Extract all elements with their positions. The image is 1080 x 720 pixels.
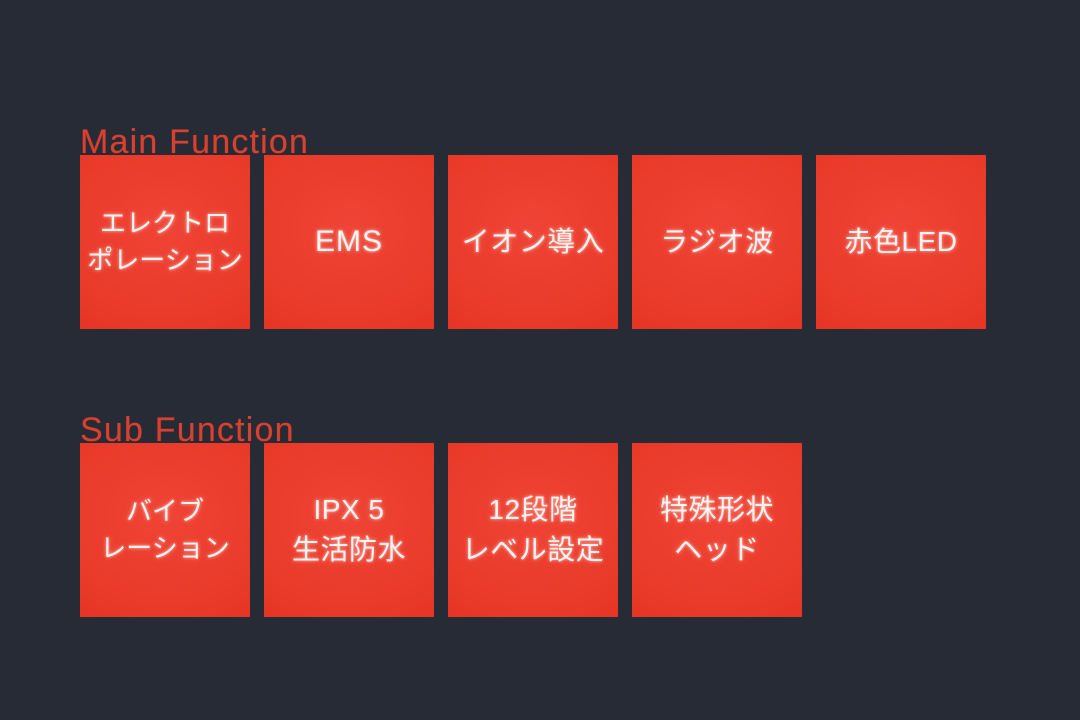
feature-tile-label: イオン導入 bbox=[461, 226, 605, 258]
feature-tile-label: レベル設定 bbox=[461, 534, 605, 565]
feature-tile-label: 12段階 bbox=[488, 494, 578, 526]
feature-tile-vibration: バイブレーション bbox=[80, 443, 250, 617]
feature-tile-red-led: 赤色LED bbox=[816, 155, 986, 329]
feature-tile-label: エレクトロ bbox=[99, 208, 230, 239]
feature-tile-label: EMS bbox=[314, 224, 383, 258]
feature-tile-waterproof-ipx5: IPX 5 生活防水 bbox=[264, 443, 434, 617]
feature-tile-label: バイブ bbox=[125, 496, 204, 527]
feature-tile-label: 生活防水 bbox=[291, 534, 406, 565]
feature-tile-label: IPX 5 bbox=[313, 494, 385, 526]
section-heading-main-function: Main Function bbox=[80, 123, 310, 162]
feature-tile-special-shape-head: 特殊形状ヘッド bbox=[632, 443, 802, 617]
feature-tile-label: ラジオ波 bbox=[660, 226, 774, 258]
feature-tile-label: 赤色LED bbox=[844, 226, 958, 258]
feature-tile-ems: EMS bbox=[264, 155, 434, 329]
feature-tile-label: レーション bbox=[100, 533, 230, 563]
feature-tile-radio-wave: ラジオ波 bbox=[632, 155, 802, 329]
feature-tile-electroporation: エレクトロポレーション bbox=[80, 155, 250, 329]
feature-tile-label: ヘッド bbox=[674, 534, 760, 565]
feature-tile-label: 特殊形状 bbox=[659, 494, 774, 526]
section-heading-sub-function: Sub Function bbox=[80, 411, 295, 450]
main-function-tile-row: エレクトロポレーション EMS イオン導入 ラジオ波 赤色LED bbox=[80, 155, 986, 329]
feature-tile-twelve-level-setting: 12段階レベル設定 bbox=[448, 443, 618, 617]
feature-tile-label: ポレーション bbox=[87, 245, 243, 275]
feature-tile-iontophoresis: イオン導入 bbox=[448, 155, 618, 329]
